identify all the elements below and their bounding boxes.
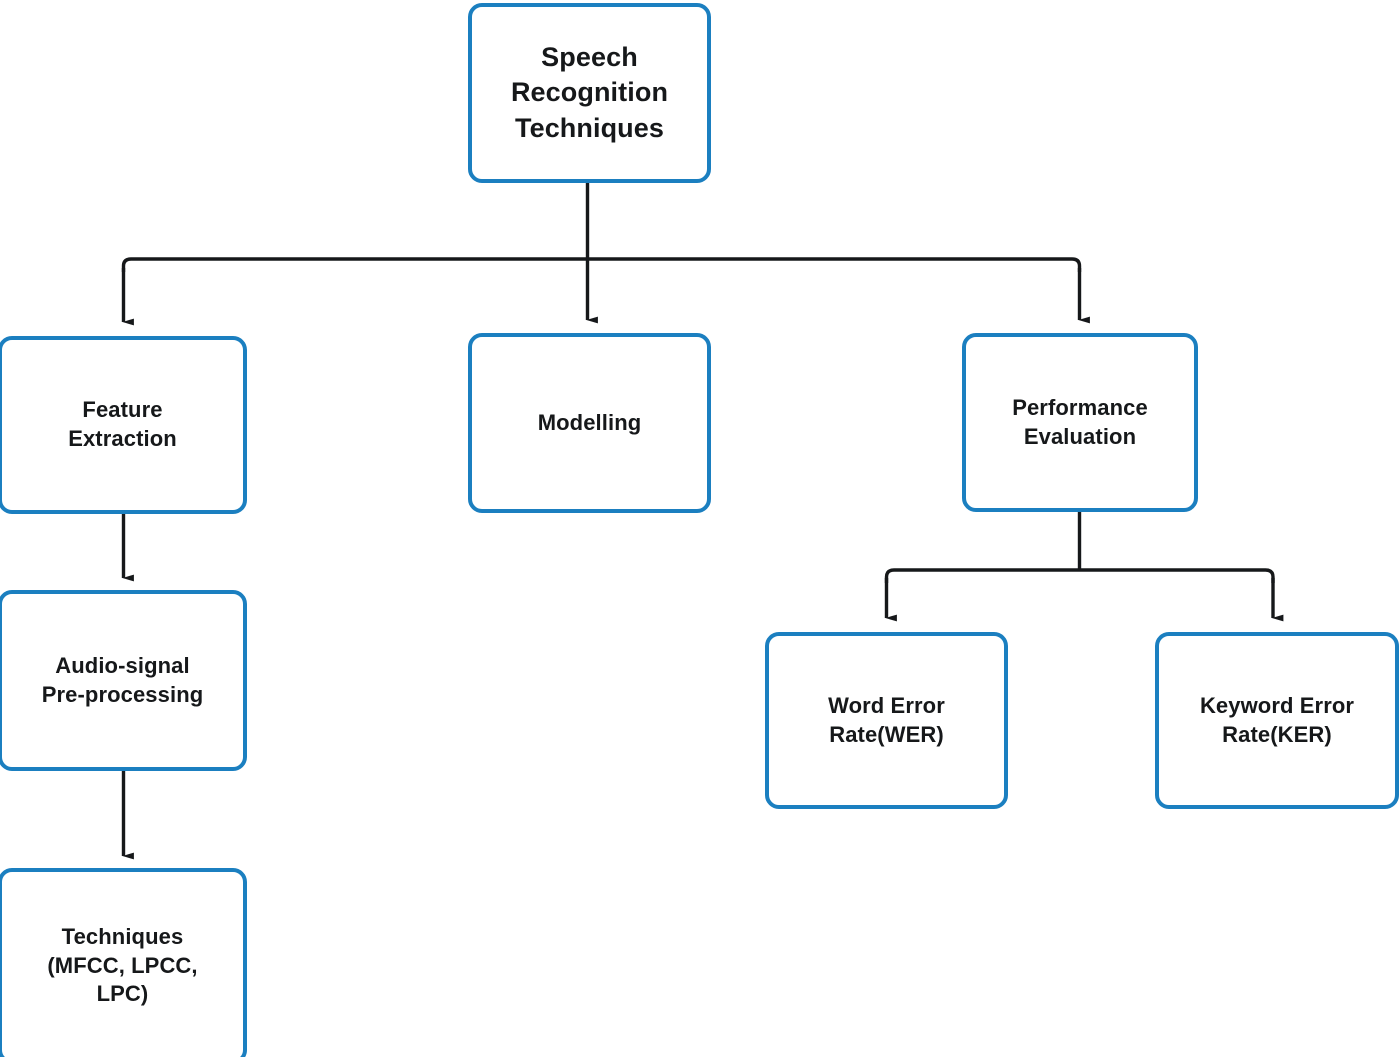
node-speech-recognition-techniques[interactable]: Speech Recognition Techniques [468,3,711,183]
node-label: Audio-signal Pre-processing [41,652,204,707]
node-techniques-mfcc-lpcc-lpc[interactable]: Techniques (MFCC, LPCC, LPC) [0,868,247,1057]
node-audio-signal-pre-processing[interactable]: Audio-signal Pre-processing [0,590,247,771]
node-label: Keyword Error Rate(KER) [1199,692,1355,747]
node-label: Techniques (MFCC, LPCC, LPC) [47,924,198,1007]
node-performance-evaluation[interactable]: Performance Evaluation [962,333,1198,512]
node-modelling[interactable]: Modelling [468,333,711,513]
node-label: Performance Evaluation [1012,394,1148,449]
node-label: Modelling [537,409,642,435]
node-label: Word Error Rate(WER) [828,692,945,747]
edge-performance-bus [884,568,1275,583]
edge-root-bus [121,257,1082,272]
node-label: Feature Extraction [68,397,177,451]
node-label: Speech Recognition Techniques [510,42,669,143]
node-feature-extraction[interactable]: Feature Extraction [0,336,247,514]
node-word-error-rate[interactable]: Word Error Rate(WER) [765,632,1008,809]
node-keyword-error-rate[interactable]: Keyword Error Rate(KER) [1155,632,1399,809]
